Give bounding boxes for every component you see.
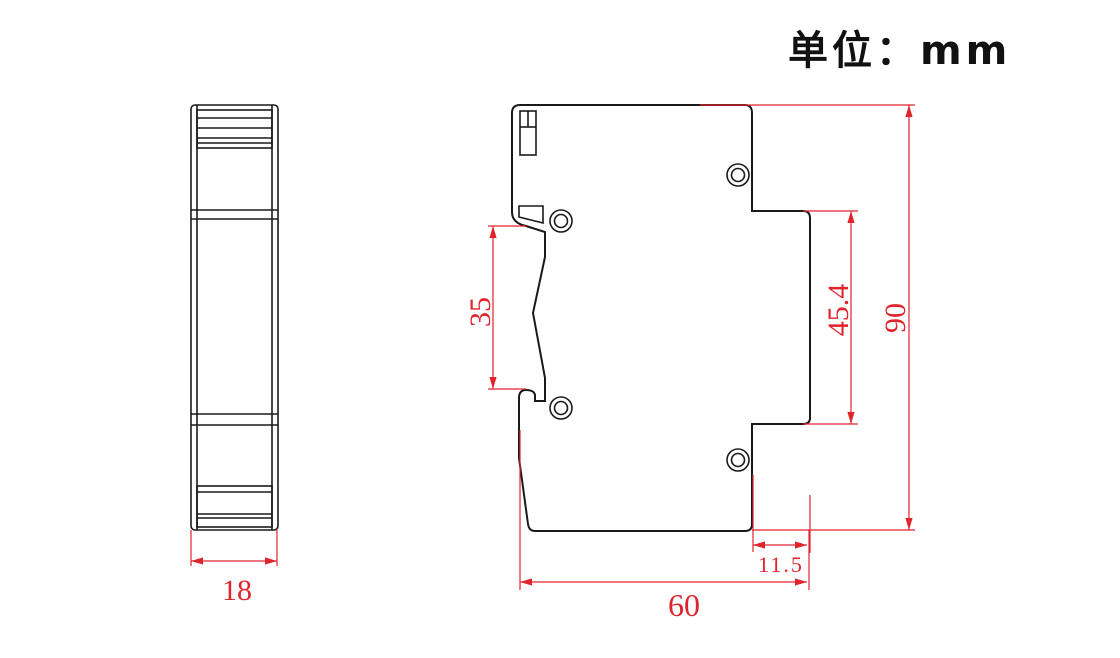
front-outline (511, 104, 811, 532)
unit-label: 单位：mm (788, 28, 1012, 74)
dimension-lines (190, 104, 915, 590)
side-bottom-terminal (196, 485, 273, 528)
screw-holes (549, 163, 750, 472)
clip-latch (518, 205, 544, 225)
dim-rail-35: 35 (464, 297, 497, 327)
front-view (511, 104, 811, 532)
side-outline (190, 104, 279, 531)
dim-depth-11-5: 11.5 (758, 552, 804, 577)
dim-height-90: 90 (879, 303, 912, 333)
side-top-terminal (196, 109, 273, 149)
dim-front-45-4: 45.4 (822, 284, 855, 337)
side-view (190, 104, 279, 531)
dim-width-18: 18 (222, 574, 252, 607)
dim-depth-60: 60 (668, 587, 700, 623)
